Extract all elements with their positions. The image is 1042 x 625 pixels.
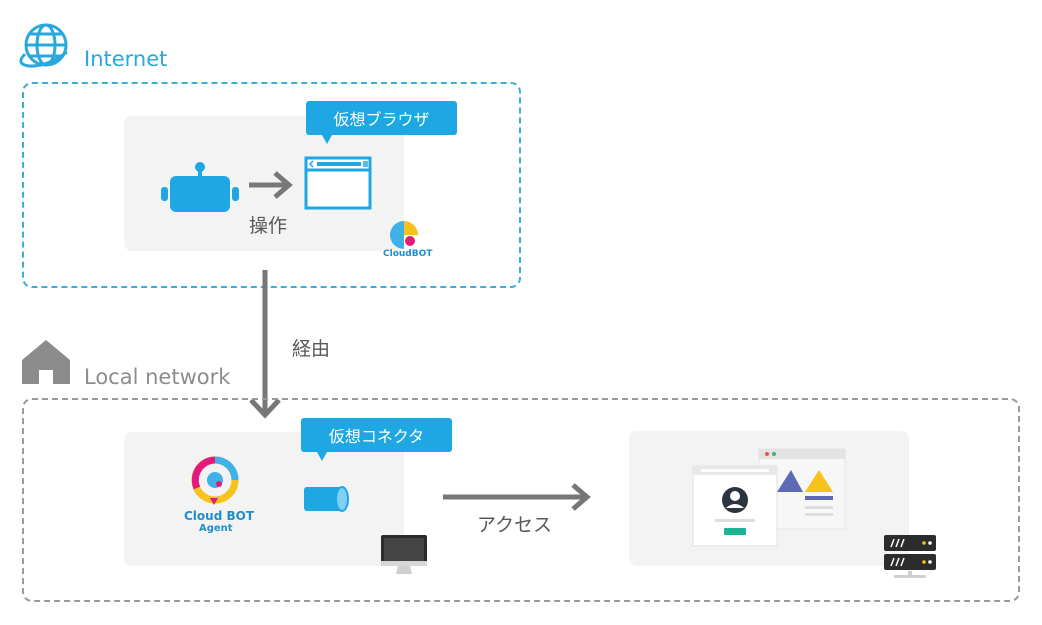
via-label: 経由	[292, 338, 331, 360]
agent-panel	[124, 432, 404, 566]
robot-icon	[161, 162, 239, 212]
local-network-zone	[22, 398, 1020, 602]
cloudbot-brand-text: CloudBOT	[383, 249, 433, 259]
virtual-browser-callout: 仮想ブラウザ	[306, 101, 457, 144]
operate-label: 操作	[249, 215, 288, 237]
home-icon	[22, 340, 70, 384]
local-network-label: Local network	[84, 365, 231, 389]
agent-logo-icon	[191, 456, 239, 505]
agent-brand-line2: Agent	[199, 523, 233, 534]
access-arrow	[443, 483, 591, 511]
agent-brand-line1: Cloud BOT	[184, 509, 255, 523]
virtual-connector-callout: 仮想コネクタ	[301, 418, 452, 461]
browser-window-icon	[304, 156, 372, 210]
operate-arrow	[249, 171, 293, 199]
web-apps-illustration	[692, 448, 846, 547]
internet-zone-label: Internet	[84, 47, 168, 71]
globe-icon	[19, 23, 68, 68]
monitor-icon	[381, 535, 427, 574]
internet-zone	[22, 82, 521, 288]
via-arrow	[249, 270, 281, 419]
server-rack-icon	[884, 535, 936, 578]
access-label: アクセス	[477, 514, 553, 536]
connector-pipe-icon	[304, 486, 349, 512]
cloudbot-logo-icon	[390, 221, 418, 249]
